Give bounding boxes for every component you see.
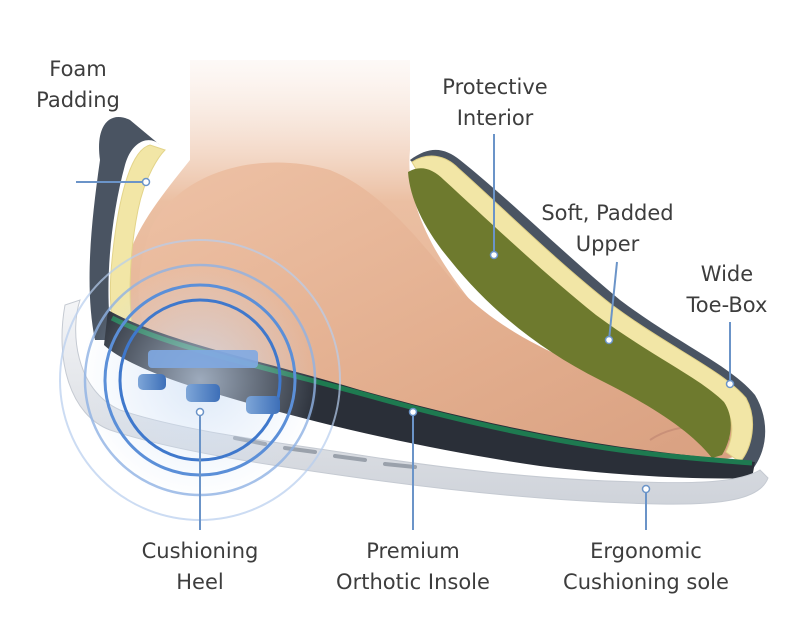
label-wide-toe-box: Wide Toe-Box <box>672 259 782 321</box>
label-premium-orthotic-insole-line2: Orthotic Insole <box>336 570 490 594</box>
heel-pod-3 <box>246 396 280 414</box>
dot-wide-toe-box <box>725 379 735 389</box>
dot-foam-padding <box>141 177 151 187</box>
label-ergonomic-cushioning-sole: Ergonomic Cushioning sole <box>548 536 744 598</box>
label-cushioning-heel-line1: Cushioning <box>141 539 259 563</box>
dot-ergonomic-cushioning-sole <box>641 484 651 494</box>
dot-protective-interior <box>489 250 499 260</box>
label-wide-toe-box-line1: Wide <box>700 262 754 286</box>
label-soft-padded-upper-line2: Upper <box>575 232 640 256</box>
heel-pod-1 <box>138 374 166 390</box>
heel-gel-bar <box>148 350 258 368</box>
label-premium-orthotic-insole-line1: Premium <box>366 539 460 563</box>
label-soft-padded-upper-line1: Soft, Padded <box>541 201 674 225</box>
label-foam-padding: Foam Padding <box>18 54 138 116</box>
label-ergonomic-cushioning-sole-line2: Cushioning sole <box>563 570 729 594</box>
leader-soft-padded-upper <box>608 261 618 341</box>
label-foam-padding-line1: Foam <box>49 57 107 81</box>
upper-lining <box>408 168 731 459</box>
heel-pod-2 <box>186 384 220 402</box>
heel-glow <box>80 260 320 500</box>
label-ergonomic-cushioning-sole-line1: Ergonomic <box>590 539 702 563</box>
label-wide-toe-box-line2: Toe-Box <box>686 293 768 317</box>
dot-soft-padded-upper <box>604 335 614 345</box>
dot-cushioning-heel <box>195 407 205 417</box>
label-cushioning-heel: Cushioning Heel <box>120 536 280 598</box>
label-protective-interior-line2: Interior <box>456 106 534 130</box>
label-foam-padding-line2: Padding <box>36 88 120 112</box>
heel-collar-shell <box>89 116 160 341</box>
label-premium-orthotic-insole: Premium Orthotic Insole <box>318 536 508 598</box>
label-cushioning-heel-line2: Heel <box>176 570 224 594</box>
label-protective-interior-line1: Protective <box>442 75 548 99</box>
dot-premium-orthotic-insole <box>408 407 418 417</box>
label-protective-interior: Protective Interior <box>420 72 570 134</box>
label-soft-padded-upper: Soft, Padded Upper <box>530 198 685 260</box>
